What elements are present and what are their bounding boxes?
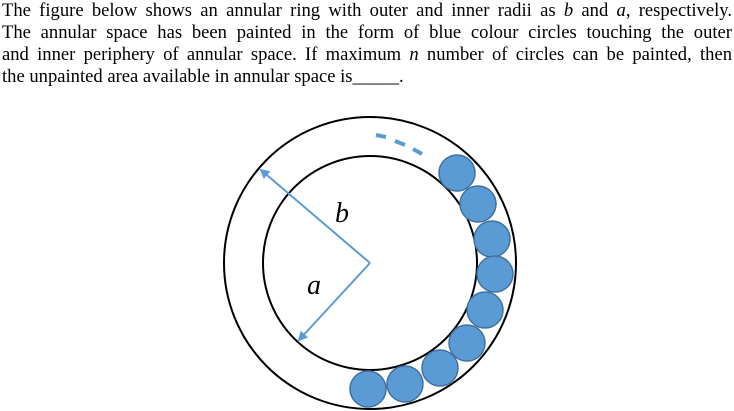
variable-b: b — [563, 0, 574, 21]
painted-circle — [438, 154, 476, 192]
painted-circle — [473, 220, 511, 258]
continuation-dash-2 — [394, 139, 406, 147]
painted-circle — [421, 349, 459, 387]
outer-radius-label: b — [335, 198, 349, 229]
continuation-dash-1 — [375, 133, 387, 139]
question-line-3: and inner periphery of annular space. If… — [2, 44, 732, 66]
outer-circle — [223, 116, 517, 410]
variable-n: n — [409, 44, 419, 65]
painted-circle — [466, 291, 504, 329]
question-line-1-start: The figure below shows an annular ring w… — [2, 0, 564, 21]
question-line-1-and: and — [573, 0, 617, 21]
outer-radius-arrow — [259, 168, 371, 264]
question-line-1: The figure below shows an annular ring w… — [2, 0, 732, 22]
question-text: The figure below shows an annular ring w… — [2, 0, 732, 88]
inner-radius-label: a — [307, 270, 321, 301]
painted-circle — [448, 324, 486, 362]
question-line-3-start: and inner periphery of annular space. If… — [2, 44, 410, 65]
continuation-dash-3 — [412, 147, 423, 156]
variable-a: a — [616, 0, 626, 21]
painted-circle — [459, 185, 497, 223]
inner-circle — [262, 155, 478, 371]
painted-circle — [349, 370, 387, 408]
inner-radius-arrow — [297, 262, 371, 342]
question-line-4: the unpainted area available in annular … — [2, 66, 404, 87]
painted-circle — [386, 365, 424, 403]
painted-circle — [476, 255, 514, 293]
question-line-1-end: , respectively. — [625, 0, 732, 21]
question-line-2: The annular space has been painted in th… — [2, 22, 732, 43]
question-line-3-end: number of circles can be painted, then — [418, 44, 732, 65]
